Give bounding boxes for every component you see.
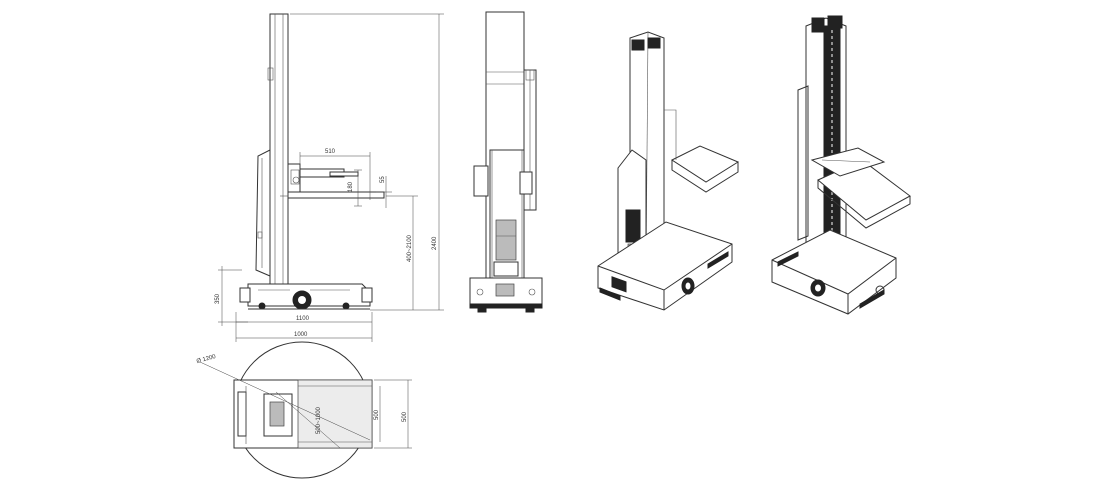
dim-inner-range: 500~1000: [316, 406, 322, 434]
dim-arm-thickness: 55: [380, 176, 386, 183]
top-platform: [297, 379, 373, 449]
dim-body-length: 1000: [294, 332, 308, 338]
front-column-window: [495, 219, 517, 261]
side-bumper-right: [361, 287, 373, 303]
side-back-frame: [255, 149, 271, 277]
side-mast: [269, 13, 289, 285]
front-display: [495, 283, 515, 297]
isometric-view-front: [597, 31, 740, 311]
isometric-view-rear: [771, 15, 911, 315]
front-gripper-right: [519, 171, 533, 195]
iso1-base: [597, 221, 733, 311]
side-carriage: [287, 163, 301, 195]
dim-arm-reach: 510: [325, 149, 336, 155]
dim-width-inner: 500: [374, 409, 380, 420]
top-view: Ø 1200 500~1000 500 500: [196, 341, 412, 479]
dim-turning-diameter: Ø 1200: [196, 354, 217, 365]
dim-base-height: 350: [215, 293, 221, 304]
dim-arm-height: 180: [348, 181, 354, 192]
front-gripper-left: [473, 165, 489, 197]
side-arm: [287, 191, 385, 199]
dim-overall-length: 1100: [296, 316, 310, 322]
dim-total-height: 2400: [432, 236, 438, 250]
iso2-gripper: [810, 147, 886, 177]
dim-lift-range: 400~2100: [407, 234, 413, 262]
front-view: [469, 11, 543, 313]
dim-width: 500: [402, 411, 408, 422]
iso2-base: [771, 229, 897, 315]
side-view: 510 180 55 400~2100 2400 350 1100 1000: [215, 13, 444, 342]
side-bumper-left: [239, 287, 251, 303]
